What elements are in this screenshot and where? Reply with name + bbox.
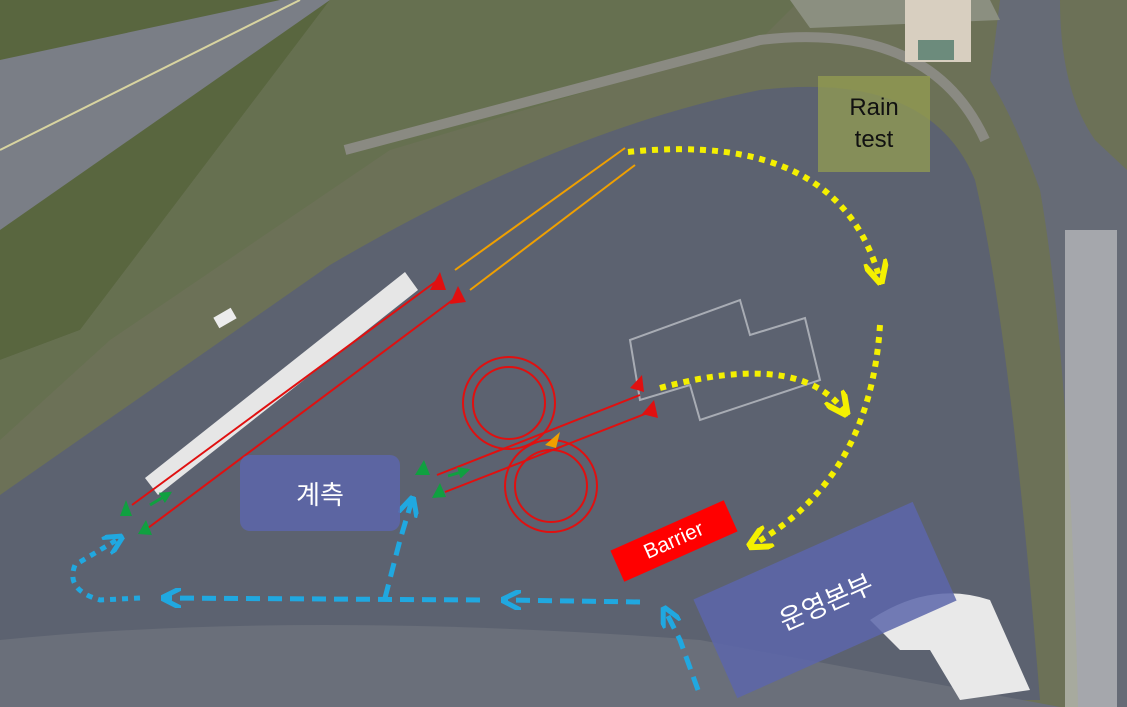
side-strip bbox=[1065, 230, 1117, 707]
measurement-label: 계측 bbox=[240, 455, 400, 531]
highway-center-line bbox=[0, 0, 301, 151]
red-cone-3 bbox=[630, 375, 644, 392]
blue-path-entry bbox=[665, 610, 701, 691]
vehicle bbox=[213, 307, 237, 329]
red-short-track-1 bbox=[436, 394, 641, 476]
pad-outline bbox=[628, 298, 822, 422]
blue-path-2 bbox=[165, 598, 481, 600]
red-short-track-2 bbox=[444, 411, 651, 493]
asphalt-test-pad bbox=[0, 86, 1040, 707]
green-cone-3 bbox=[415, 460, 430, 475]
rain-test-label: Rain test bbox=[818, 76, 930, 172]
blue-path-start bbox=[70, 538, 141, 603]
circle-upper-inner bbox=[472, 366, 546, 440]
building-roof bbox=[918, 40, 954, 60]
lower-road bbox=[0, 625, 1060, 707]
red-cone-4 bbox=[642, 400, 658, 418]
green-cone-1 bbox=[120, 500, 132, 516]
white-marker-bar bbox=[145, 272, 418, 495]
rain-test-line2: test bbox=[854, 126, 894, 153]
circle-upper-outer bbox=[462, 356, 556, 450]
red-cone-2 bbox=[450, 286, 466, 304]
yellow-path-to-barrier bbox=[752, 324, 883, 545]
orange-guide-2 bbox=[469, 164, 636, 291]
grass-strip bbox=[0, 0, 800, 440]
yellow-path-rain bbox=[627, 146, 880, 280]
green-arrow-2 bbox=[447, 467, 471, 479]
rain-test-line1: Rain bbox=[849, 94, 899, 121]
measurement-text: 계측 bbox=[296, 479, 344, 510]
green-cone-2 bbox=[138, 520, 152, 535]
red-track-1 bbox=[131, 279, 439, 506]
orange-guide-1 bbox=[454, 147, 626, 271]
red-cone-1 bbox=[430, 272, 446, 290]
highway bbox=[0, 0, 330, 230]
orange-cone bbox=[545, 432, 560, 448]
blue-path-1 bbox=[505, 600, 641, 602]
green-cone-4 bbox=[432, 483, 446, 498]
green-arrow-1 bbox=[149, 491, 173, 507]
operations-hq-text: 운영본부 bbox=[774, 568, 878, 637]
curb bbox=[343, 32, 990, 155]
red-track-2 bbox=[147, 295, 459, 529]
